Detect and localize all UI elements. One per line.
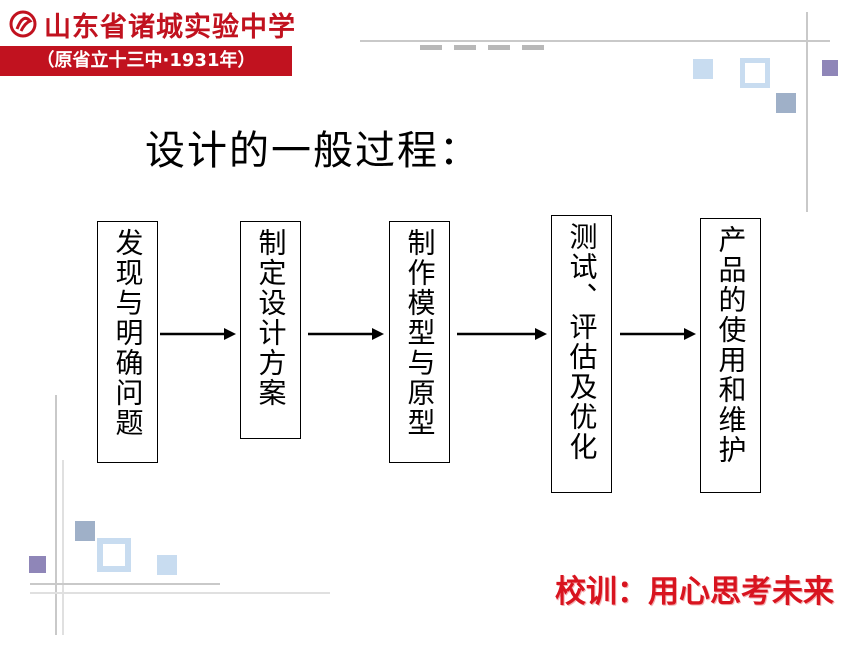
decor-line-bottom-2: [30, 592, 330, 594]
decor-line-right: [806, 12, 808, 212]
school-logo-icon: [9, 10, 37, 38]
process-step-label: 发现与明确问题: [111, 228, 145, 438]
decor-square: [29, 556, 46, 573]
process-step-5: 产品的使用和维护: [700, 218, 761, 493]
process-step-4: 测试、评估及优化: [551, 215, 612, 493]
decor-line-left-2: [62, 460, 64, 635]
arrow-right-icon: [308, 328, 384, 340]
decor-square: [157, 555, 177, 575]
process-step-2: 制定设计方案: [240, 221, 301, 439]
decor-square-outline: [740, 58, 770, 88]
school-header: 山东省诸城实验中学: [8, 6, 296, 43]
decor-dash: [420, 45, 442, 50]
decor-line-left: [55, 395, 57, 635]
decor-square-outline: [97, 538, 131, 572]
process-step-label: 制作模型与原型: [403, 228, 437, 438]
arrow-right-icon: [160, 328, 236, 340]
decor-dash: [488, 45, 510, 50]
decor-square: [822, 60, 838, 76]
process-step-label: 制定设计方案: [254, 228, 288, 408]
school-name: 山东省诸城实验中学: [44, 11, 296, 43]
arrow-right-icon: [457, 328, 547, 340]
process-step-3: 制作模型与原型: [389, 221, 450, 463]
process-step-label: 测试、评估及优化: [565, 222, 599, 462]
school-subtitle: （原省立十三中·1931年）: [0, 46, 292, 76]
decor-dash: [454, 45, 476, 50]
process-step-1: 发现与明确问题: [97, 221, 158, 463]
decor-line-bottom: [30, 583, 220, 585]
process-step-label: 产品的使用和维护: [714, 225, 748, 465]
decor-dash: [522, 45, 544, 50]
decor-square: [693, 59, 713, 79]
decor-square: [75, 521, 95, 541]
decor-square: [776, 93, 796, 113]
school-motto: 校训：用心思考未来: [555, 574, 834, 610]
decor-line-top: [360, 40, 830, 42]
arrow-right-icon: [620, 328, 696, 340]
slide-title: 设计的一般过程：: [145, 128, 481, 174]
